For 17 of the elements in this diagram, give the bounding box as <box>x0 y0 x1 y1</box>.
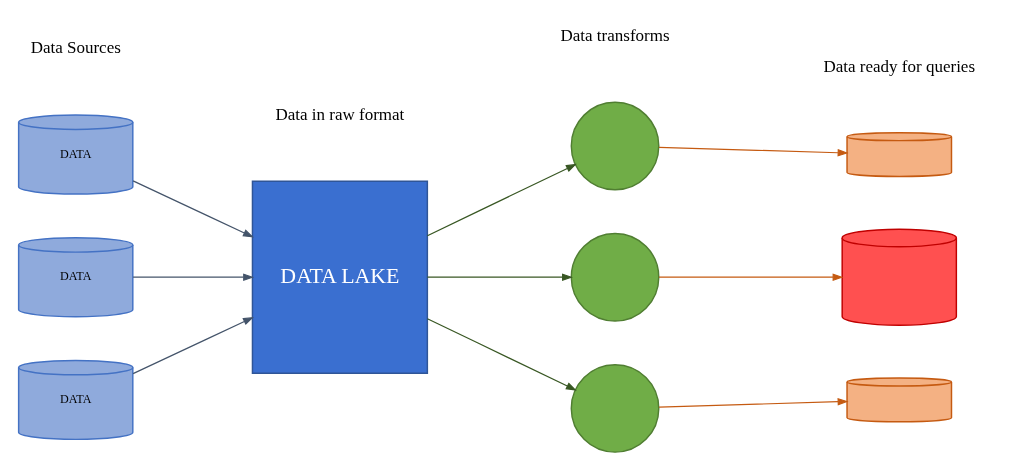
arrow <box>132 316 254 374</box>
node-box: DATA LAKE <box>251 180 429 374</box>
label: Data in raw format <box>275 104 405 124</box>
arrow <box>658 146 849 157</box>
label: Data Sources <box>30 37 121 57</box>
label: Data ready for queries <box>823 56 976 76</box>
arrow <box>426 317 577 391</box>
node-circle <box>570 232 660 322</box>
node-circle <box>570 363 660 453</box>
arrow <box>132 272 255 281</box>
node-circle <box>570 101 660 190</box>
label: Data transforms <box>560 25 670 45</box>
arrow <box>426 272 573 281</box>
arrow <box>658 397 849 408</box>
arrow <box>658 272 844 281</box>
arrow <box>132 179 254 237</box>
arrow <box>426 163 577 236</box>
